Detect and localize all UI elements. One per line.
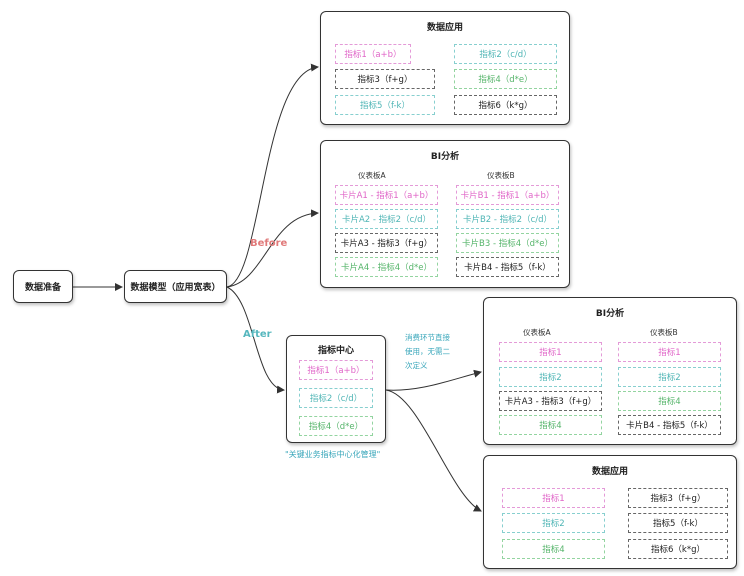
before-app-metric-6[interactable]: 指标6（k*g） (454, 95, 557, 115)
before-bi-panel[interactable]: BI分析 仪表板A 仪表板B 卡片A1 - 指标1（a+b） 卡片A2 - 指标… (320, 140, 570, 288)
before-bi-title: BI分析 (430, 152, 460, 162)
metric-center-panel[interactable]: 指标中心 指标1（a+b） 指标2（c/d） 指标4（d*e） (286, 335, 386, 443)
before-card-a2[interactable]: 卡片A2 - 指标2（c/d） (335, 209, 438, 229)
consumption-note-line-1: 消费环节直接 (405, 333, 450, 342)
after-card-a1[interactable]: 指标1 (499, 342, 602, 362)
after-app-metric-2[interactable]: 指标2 (502, 513, 605, 533)
after-app-metric-5[interactable]: 指标5（f-k） (628, 513, 728, 533)
after-app-metric-3[interactable]: 指标3（f+g） (628, 488, 728, 508)
before-card-a3[interactable]: 卡片A3 - 指标3（f+g） (335, 233, 438, 253)
before-app-metric-4[interactable]: 指标4（d*e） (454, 69, 557, 89)
before-card-a4[interactable]: 卡片A4 - 指标4（d*e） (335, 257, 438, 277)
center-metric-1[interactable]: 指标1（a+b） (299, 360, 373, 380)
before-data-app-panel[interactable]: 数据应用 指标1（a+b） 指标2（c/d） 指标3（f+g） 指标4（d*e）… (320, 11, 570, 125)
data-model-label: 数据模型（应用宽表） (130, 283, 221, 293)
before-card-b1[interactable]: 卡片B1 - 指标1（a+b） (456, 185, 559, 205)
before-data-app-title: 数据应用 (426, 23, 463, 33)
arrow-model-to-before-bi (226, 209, 319, 288)
arrow-center-to-after-app (385, 389, 482, 512)
before-dashboard-b-title: 仪表板B (487, 171, 515, 180)
data-prep-label: 数据准备 (24, 283, 61, 293)
after-card-a3[interactable]: 卡片A3 - 指标3（f+g） (499, 391, 602, 411)
after-data-app-title: 数据应用 (591, 467, 628, 477)
after-card-a4[interactable]: 指标4 (499, 415, 602, 435)
after-app-metric-4[interactable]: 指标4 (502, 539, 605, 559)
before-card-b4[interactable]: 卡片B4 - 指标5（f-k） (456, 257, 559, 277)
after-app-metric-1[interactable]: 指标1 (502, 488, 605, 508)
center-metric-2[interactable]: 指标2（c/d） (299, 388, 373, 408)
consumption-note-line-3: 次定义 (405, 361, 428, 370)
after-bi-title: BI分析 (595, 309, 625, 319)
center-metric-4[interactable]: 指标4（d*e） (299, 416, 373, 436)
after-card-b3[interactable]: 指标4 (618, 391, 721, 411)
after-card-b1[interactable]: 指标1 (618, 342, 721, 362)
metric-center-caption: "关键业务指标中心化管理" (285, 450, 381, 459)
after-card-b4[interactable]: 卡片B4 - 指标5（f-k） (618, 415, 721, 435)
after-app-metric-6[interactable]: 指标6（k*g） (628, 539, 728, 559)
arrow-center-to-after-bi (385, 369, 482, 391)
consumption-note: 消费环节直接 使用，无需二 次定义 (405, 331, 450, 373)
data-model-node[interactable]: 数据模型（应用宽表） (124, 270, 227, 303)
metric-center-title: 指标中心 (317, 346, 354, 356)
arrow-model-to-before-app (226, 63, 319, 288)
before-card-a1[interactable]: 卡片A1 - 指标1（a+b） (335, 185, 438, 205)
after-card-a2[interactable]: 指标2 (499, 367, 602, 387)
after-data-app-panel[interactable]: 数据应用 指标1 指标2 指标4 指标3（f+g） 指标5（f-k） 指标6（k… (483, 455, 737, 569)
before-app-metric-1[interactable]: 指标1（a+b） (335, 44, 411, 64)
before-card-b3[interactable]: 卡片B3 - 指标4（d*e） (456, 233, 559, 253)
before-card-b2[interactable]: 卡片B2 - 指标2（c/d） (456, 209, 559, 229)
after-bi-panel[interactable]: BI分析 仪表板A 仪表板B 指标1 指标2 卡片A3 - 指标3（f+g） 指… (483, 297, 737, 445)
after-label: After (243, 329, 272, 340)
after-dashboard-b-title: 仪表板B (650, 328, 678, 337)
consumption-note-line-2: 使用，无需二 (405, 347, 450, 356)
before-app-metric-2[interactable]: 指标2（c/d） (454, 44, 557, 64)
before-app-metric-3[interactable]: 指标3（f+g） (335, 69, 435, 89)
after-card-b2[interactable]: 指标2 (618, 367, 721, 387)
before-dashboard-a-title: 仪表板A (358, 171, 386, 180)
data-prep-node[interactable]: 数据准备 (13, 270, 73, 303)
before-app-metric-5[interactable]: 指标5（f-k） (335, 95, 435, 115)
after-dashboard-a-title: 仪表板A (523, 328, 551, 337)
before-label: Before (250, 238, 288, 249)
